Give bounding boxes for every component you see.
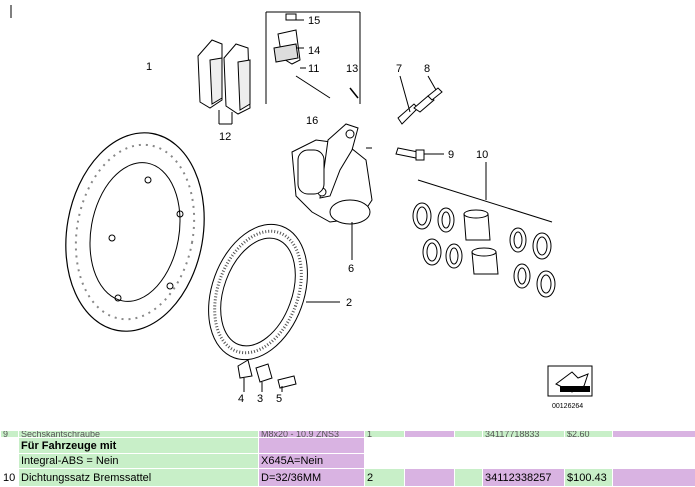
- abs-ring-illustration: [208, 223, 308, 361]
- callout-5: 5: [276, 393, 282, 405]
- callout-12: 12: [219, 131, 231, 143]
- cell-qty: 1: [364, 429, 405, 439]
- callout-3: 3: [257, 393, 263, 405]
- cell-note: M8x20 - 10.9 ZNS3: [258, 429, 365, 439]
- brake-caliper-illustration: [291, 123, 373, 225]
- cell-description: Dichtungssatz Bremssattel: [18, 468, 259, 487]
- callout-9: 9: [448, 149, 454, 161]
- cell-pos: 9: [0, 429, 19, 439]
- table-row-info-condition: Integral-ABS = Nein X645A=Nein: [0, 452, 695, 470]
- cell-blank: [404, 468, 455, 487]
- seal-kit-illustration: [412, 202, 556, 298]
- cell-blank: [0, 452, 19, 470]
- cell-note: D=32/36MM: [258, 468, 365, 487]
- brake-disc-illustration: [65, 132, 205, 332]
- callout-11: 11: [308, 63, 319, 75]
- table-row-item[interactable]: 10 Dichtungssatz Bremssattel D=32/36MM 2…: [0, 468, 695, 487]
- cell-blank: [364, 452, 695, 470]
- callout-15: 15: [308, 15, 320, 27]
- table-row-info-title: Für Fahrzeuge mit: [0, 437, 695, 454]
- reference-arrow-icon: [547, 365, 593, 397]
- cell-description: Sechskantschraube: [18, 429, 259, 439]
- bolt-illustration: [395, 147, 425, 161]
- small-parts-illustration: [237, 359, 297, 389]
- callout-6: 6: [348, 263, 354, 275]
- callout-7: 7: [396, 63, 402, 75]
- brake-pads-illustration: [197, 39, 251, 115]
- info-title: Für Fahrzeuge mit: [18, 437, 259, 454]
- callout-14: 14: [308, 45, 320, 57]
- info-condition: Integral-ABS = Nein: [18, 452, 259, 470]
- callout-10: 10: [476, 149, 488, 161]
- callout-4: 4: [238, 393, 244, 405]
- callout-1: 1: [146, 61, 152, 73]
- cell-qty: 2: [364, 468, 405, 487]
- callout-2: 2: [346, 297, 352, 309]
- cell-blank: [454, 468, 483, 487]
- cell-blank: [364, 437, 695, 454]
- parts-table: 9 Sechskantschraube M8x20 - 10.9 ZNS3 1 …: [0, 429, 695, 487]
- cell-blank: [258, 437, 365, 454]
- cell-blank: [0, 437, 19, 454]
- callout-13: 13: [346, 63, 358, 75]
- table-row-partial[interactable]: 9 Sechskantschraube M8x20 - 10.9 ZNS3 1 …: [0, 429, 695, 439]
- callout-16: 16: [306, 115, 318, 127]
- cell-blank: [612, 429, 695, 439]
- cell-price: $2.60: [564, 429, 613, 439]
- brake-assembly-diagram: 1 2 3 4 5 6 7 8 9 10 11 12 13 14 15 16 0…: [10, 5, 593, 410]
- callout-8: 8: [424, 63, 430, 75]
- info-note: X645A=Nein: [258, 452, 365, 470]
- hardware-illustration: [273, 13, 359, 99]
- cell-part-number: 34112338257: [482, 468, 565, 487]
- cell-price: $100.43: [564, 468, 613, 487]
- cell-blank: [454, 429, 483, 439]
- diagram-reference-number: 00126264: [552, 403, 583, 410]
- cell-part-number: 34117718833: [482, 429, 565, 439]
- cell-pos: 10: [0, 468, 19, 487]
- cell-blank: [612, 468, 695, 487]
- cell-blank: [404, 429, 455, 439]
- parts-diagram: 1 2 3 4 5 6 7 8 9 10 11 12 13 14 15 16 0…: [10, 5, 593, 410]
